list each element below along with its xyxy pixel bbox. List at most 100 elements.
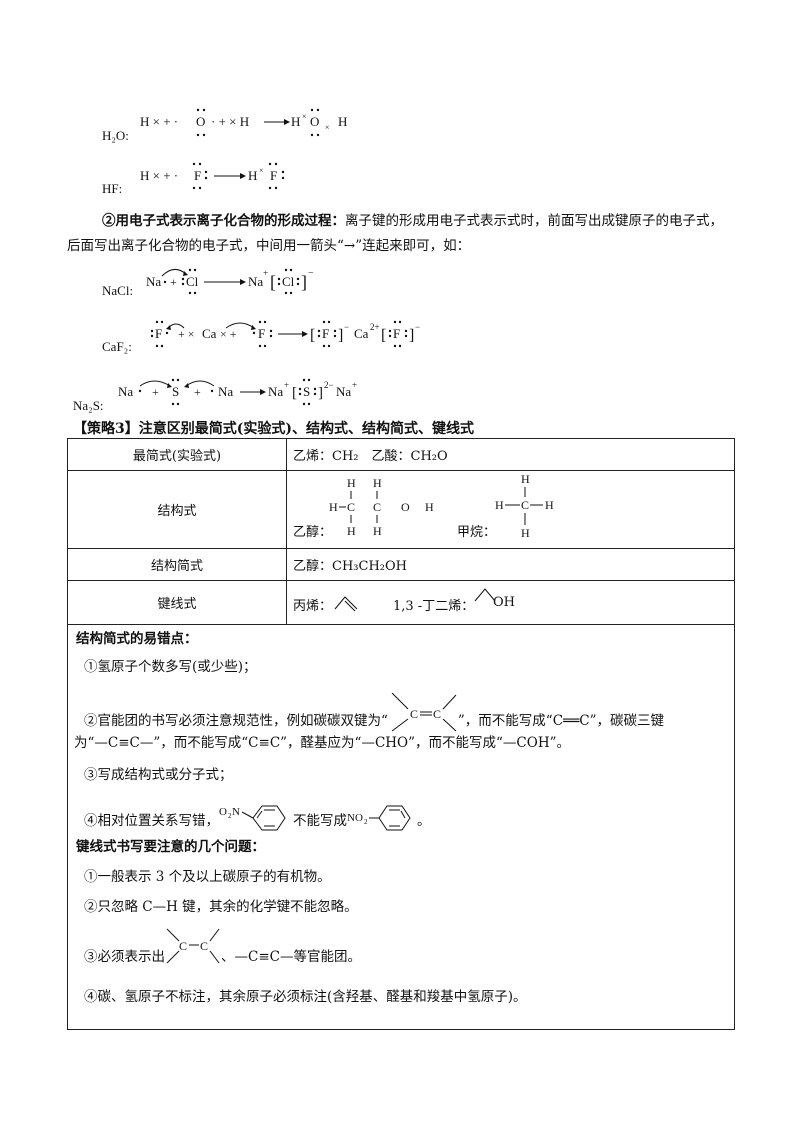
svg-text:F: F xyxy=(258,326,265,341)
svg-text:−: − xyxy=(344,322,349,332)
notes1-item1: ①氢原子个数多写(或少些)； xyxy=(84,659,257,675)
notes2-item1: ①一般表示 3 个及以上碳原子的有机物。 xyxy=(84,869,331,885)
svg-text:C: C xyxy=(521,498,529,512)
notes2-item4: ④碳、氢原子不标注，其余原子必须标注(含羟基、醛基和羧基中氢原子)。 xyxy=(84,989,527,1005)
row-content-condensed: 乙醇：CH₃CH₂OH xyxy=(286,548,735,581)
svg-text:+: + xyxy=(284,380,289,390)
svg-text:[: [ xyxy=(270,272,276,292)
svg-text:× +: × + xyxy=(220,327,237,341)
svg-text:S: S xyxy=(303,384,310,399)
svg-text:H: H xyxy=(545,498,554,512)
svg-text:+ ×: + × xyxy=(178,327,195,341)
ionic-heading: ②用电子式表示离子化合物的形成过程： xyxy=(102,213,345,229)
svg-text:−: − xyxy=(415,322,420,332)
table-row-notes: 结构简式的易错点： ①氢原子个数多写(或少些)； ②官能团的书写必须注意规范性，… xyxy=(67,624,735,1030)
svg-text:×: × xyxy=(302,112,307,121)
svg-text:F: F xyxy=(194,168,201,183)
notes1-item2a: ②官能团的书写必须注意规范性，例如碳碳双键为“ xyxy=(84,713,388,729)
svg-text:Na: Na xyxy=(248,274,263,289)
svg-text:O: O xyxy=(401,500,410,514)
svg-text:+: + xyxy=(152,385,159,399)
notes2-title: 键线式书写要注意的几个问题： xyxy=(76,839,265,855)
caf2-label: CaF₂: xyxy=(102,339,132,354)
svg-text:· + × H: · + × H xyxy=(211,114,249,129)
svg-text:[: [ xyxy=(310,327,315,344)
svg-text:H: H xyxy=(338,114,347,129)
notes1-item3: ③写成结构式或分子式； xyxy=(84,767,233,783)
butadiene-label: 1,3 -丁二烯： xyxy=(393,599,475,614)
svg-text:H: H xyxy=(425,500,434,514)
caf2-electron-equation: F + × Ca × + F [ F ] − Ca 2+ [ F ] − xyxy=(150,320,420,348)
notes1-item4a: ④相对位置关系写错， xyxy=(84,813,219,829)
svg-text:C: C xyxy=(410,707,418,721)
cc-double-bond-diagram: C C xyxy=(166,928,220,964)
svg-text:C: C xyxy=(373,500,381,514)
svg-text:C: C xyxy=(200,939,208,953)
hf-electron-equation: H × + · F H × F xyxy=(140,162,285,190)
svg-text:O: O xyxy=(196,114,205,129)
svg-text:×: × xyxy=(259,166,264,175)
svg-text:F: F xyxy=(393,326,400,341)
na2s-label: Na₂S: xyxy=(73,398,104,413)
svg-text:[: [ xyxy=(381,327,386,344)
row-name-structural: 结构式 xyxy=(67,470,287,549)
table-row-simplest: 最简式(实验式) 乙烯：CH₂ 乙酸：CH₂O xyxy=(67,438,735,471)
svg-text:]: ] xyxy=(338,327,343,344)
na2s-electron-equation: Na + S + Na Na + [ S ] 2− Na + xyxy=(118,378,357,406)
table-row-skeletal: 键线式 丙烯： 1,3 -丁二烯： OH xyxy=(67,580,735,625)
table-row-condensed: 结构简式 乙醇：CH₃CH₂OH xyxy=(67,548,735,581)
notes2-item3b: 、—C≡C—等官能团。 xyxy=(221,949,361,965)
svg-text:H: H xyxy=(291,114,300,129)
svg-text:]: ] xyxy=(318,385,323,401)
strategy-title: 【策略3】注意区别最简式(实验式)、结构式、结构简式、键线式 xyxy=(73,421,474,437)
svg-text:NO: NO xyxy=(347,812,363,824)
svg-text:H: H xyxy=(373,524,382,538)
svg-text:F: F xyxy=(270,168,277,183)
svg-text:F: F xyxy=(322,326,329,341)
ethanol-label: 乙醇： xyxy=(293,525,333,540)
svg-text:O: O xyxy=(219,806,227,818)
notes2-item2: ②只忽略 C—H 键，其余的化学键不能忽略。 xyxy=(84,899,358,915)
notes1-item2: ②官能团的书写必须注意规范性，例如碳碳双键为“ C C ”，而不能写成“C══C… xyxy=(84,692,665,733)
svg-text:H × + ·: H × + · xyxy=(140,114,178,129)
svg-text:C: C xyxy=(347,500,355,514)
ionic-text-2: 后面写出离子化合物的电子式，中间用一箭头“→”连起来即可，如： xyxy=(67,238,471,254)
nacl-label: NaCl: xyxy=(102,283,134,298)
svg-text:C: C xyxy=(433,707,441,721)
row-name-simplest: 最简式(实验式) xyxy=(67,438,287,471)
h2o-electron-equation: H × + · O · + × H H × O × H xyxy=(140,108,347,137)
h2o-label: H₂O: xyxy=(102,128,129,143)
svg-text:H: H xyxy=(347,476,356,490)
notes1-item2b: ”，而不能写成“C══C”，碳碳三键 xyxy=(457,713,665,729)
notes1-item4b: 不能写成 xyxy=(293,813,347,829)
formula-table: 最简式(实验式) 乙烯：CH₂ 乙酸：CH₂O 结构式 乙醇： H H H C C… xyxy=(67,438,735,1030)
row-content-simplest: 乙烯：CH₂ 乙酸：CH₂O xyxy=(286,438,735,471)
ionic-text-1: 离子键的形成用电子式表示式时，前面写出成键原子的电子式， xyxy=(345,213,723,229)
notes-cell: 结构简式的易错点： ①氢原子个数多写(或少些)； ②官能团的书写必须注意规范性，… xyxy=(67,624,735,1030)
svg-text:2−: 2− xyxy=(324,380,334,390)
row-name-condensed: 结构简式 xyxy=(67,548,287,581)
svg-text:−: − xyxy=(308,268,314,279)
oh-label: OH xyxy=(493,595,515,610)
svg-text:H × + ·: H × + · xyxy=(140,168,178,183)
svg-text:Na: Na xyxy=(146,274,161,289)
svg-text:+: + xyxy=(352,380,357,390)
svg-text:H: H xyxy=(521,526,530,540)
svg-text:Ca: Ca xyxy=(354,326,369,341)
svg-text:H: H xyxy=(347,524,356,538)
svg-text:2: 2 xyxy=(364,818,368,826)
svg-text:Na: Na xyxy=(336,384,351,399)
svg-text:H: H xyxy=(248,168,257,183)
notes2-item3: ③必须表示出 C C 、—C≡C—等官能团。 xyxy=(84,928,361,967)
svg-text:S: S xyxy=(172,384,179,399)
svg-text:+: + xyxy=(194,385,201,399)
svg-text:]: ] xyxy=(409,327,414,344)
svg-text:F: F xyxy=(155,326,162,341)
svg-text:C: C xyxy=(179,939,187,953)
propene-skeletal-formula xyxy=(334,596,358,612)
